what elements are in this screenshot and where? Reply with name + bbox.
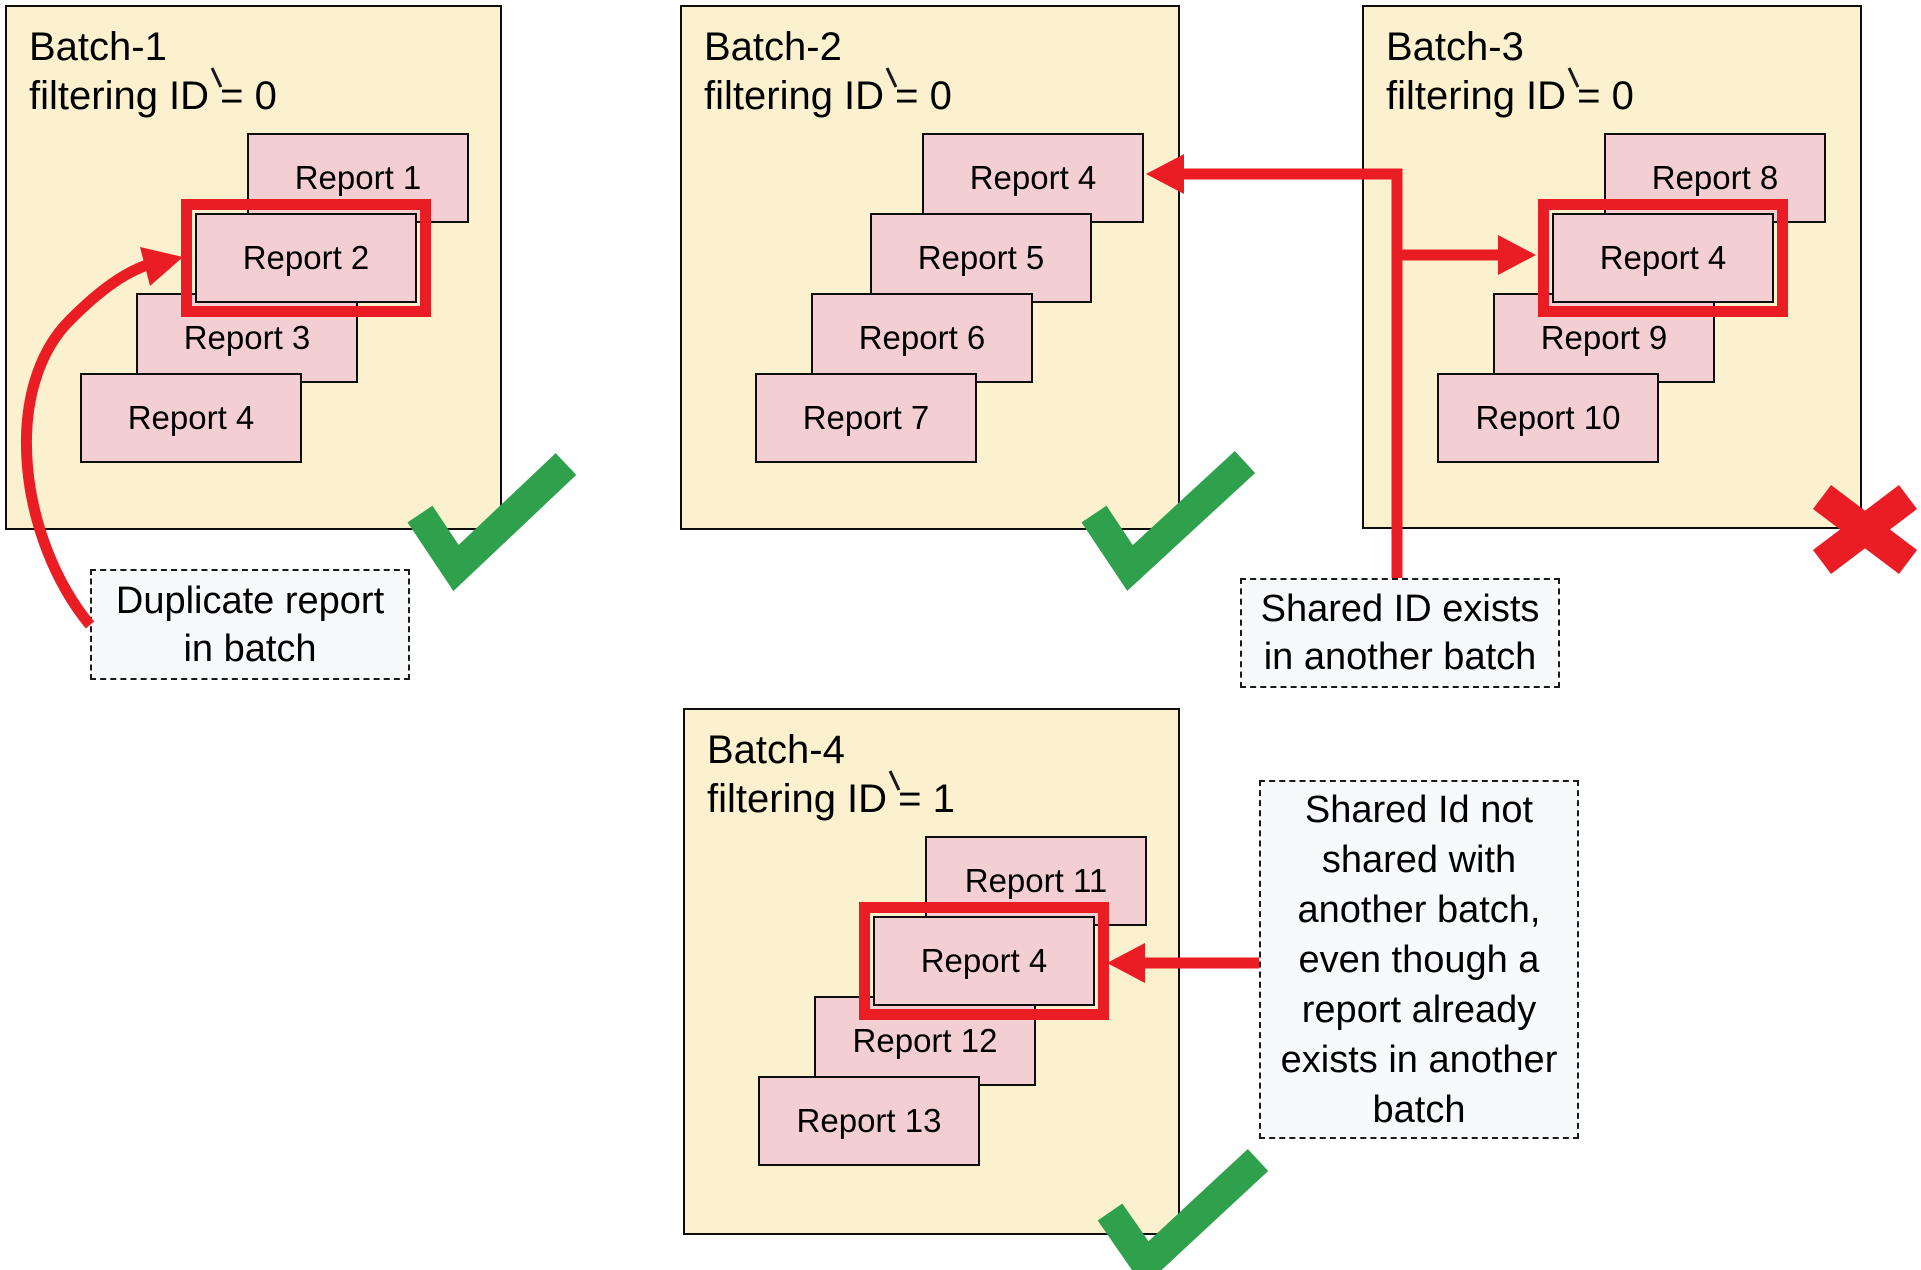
batch-2-name: Batch-2	[704, 25, 842, 69]
batch-4-name: Batch-4	[707, 728, 845, 772]
batch-1-name: Batch-1	[29, 25, 167, 69]
batch-3-title: Batch-3 filtering ID = 0	[1386, 23, 1634, 121]
report-card-highlighted: Report 4	[873, 916, 1095, 1006]
batch-1-filter-id: filtering ID = 0	[29, 74, 277, 118]
shared-id-highlight-frame	[859, 902, 1109, 1020]
report-card-highlighted: Report 4	[1552, 213, 1774, 303]
report-label: Report 10	[1475, 399, 1621, 436]
batch-3-box: Batch-3 filtering ID = 0 Report 8 Report…	[1362, 5, 1862, 529]
report-label: Report 12	[852, 1022, 998, 1059]
report-card-highlighted: Report 2	[195, 213, 417, 303]
report-card: Report 10	[1437, 373, 1659, 463]
report-label: Report 4	[127, 399, 255, 436]
report-label: Report 6	[858, 319, 986, 356]
batch-2-box: Batch-2 filtering ID = 0 Report 4 Report…	[680, 5, 1180, 530]
report-card: Report 7	[755, 373, 977, 463]
batch-3-filter-id: filtering ID = 0	[1386, 74, 1634, 118]
note-text: Shared Id not shared with another batch,…	[1280, 788, 1558, 1131]
batch-2-title: Batch-2 filtering ID = 0	[704, 23, 952, 121]
report-label: Report 4	[1599, 239, 1727, 276]
report-label: Report 7	[802, 399, 930, 436]
report-card: Report 4	[80, 373, 302, 463]
duplicate-highlight-frame	[181, 199, 431, 317]
report-label: Report 3	[183, 319, 311, 356]
batch-4-filter-id: filtering ID = 1	[707, 777, 955, 821]
shared-id-not-shared-note: Shared Id not shared with another batch,…	[1259, 780, 1579, 1139]
duplicate-report-note: Duplicate report in batch	[90, 569, 410, 680]
report-label: Report 1	[294, 159, 422, 196]
report-card: Report 13	[758, 1076, 980, 1166]
batch-1-title: Batch-1 filtering ID = 0	[29, 23, 277, 121]
shared-id-highlight-frame	[1538, 199, 1788, 317]
report-label: Report 4	[969, 159, 1097, 196]
report-label: Report 13	[796, 1102, 942, 1139]
batch-1-box: Batch-1 filtering ID = 0 Report 1 Report…	[5, 5, 502, 530]
report-card: Report 6	[811, 293, 1033, 383]
batch-2-filter-id: filtering ID = 0	[704, 74, 952, 118]
report-label: Report 9	[1540, 319, 1668, 356]
report-card: Report 5	[870, 213, 1092, 303]
batch-4-title: Batch-4 filtering ID = 1	[707, 726, 955, 824]
batch-3-name: Batch-3	[1386, 25, 1524, 69]
report-card: Report 4	[922, 133, 1144, 223]
report-label: Report 4	[920, 942, 1048, 979]
batch-4-box: Batch-4 filtering ID = 1 Report 11 Repor…	[683, 708, 1180, 1235]
report-label: Report 8	[1651, 159, 1779, 196]
report-label: Report 11	[964, 862, 1108, 899]
note-text: Shared ID exists in another batch	[1260, 588, 1540, 678]
report-label: Report 5	[917, 239, 1045, 276]
note-text: Duplicate report in batch	[115, 579, 385, 670]
report-label: Report 2	[242, 239, 370, 276]
shared-id-exists-note: Shared ID exists in another batch	[1240, 578, 1560, 688]
